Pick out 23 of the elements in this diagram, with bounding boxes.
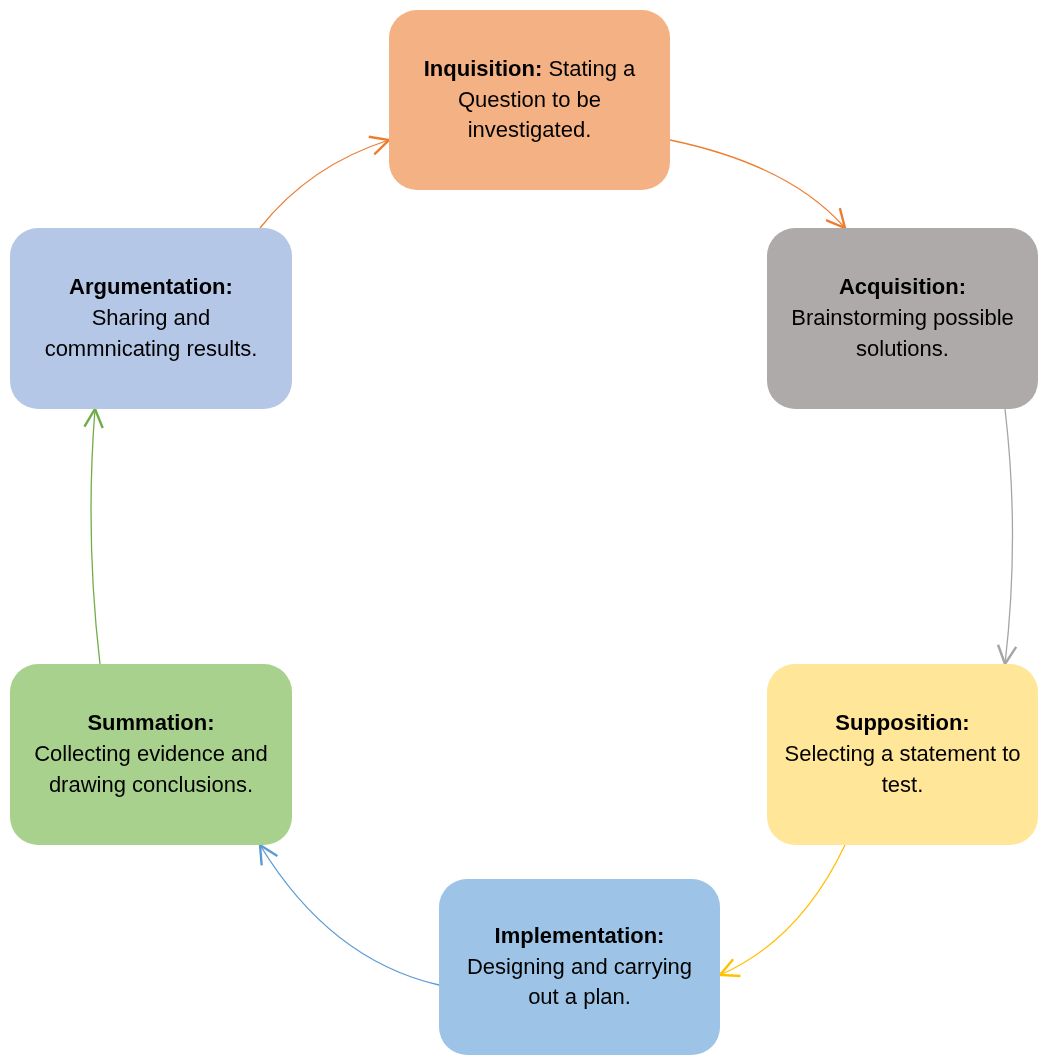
arrow <box>996 408 1018 666</box>
box-text: Selecting a statement to test. <box>783 740 1022 799</box>
box-heading: Implementation: <box>494 921 665 950</box>
process-box <box>439 879 720 1055</box>
box-text: Designing and carrying out a plan. <box>466 952 693 1012</box>
process-box <box>767 228 1038 409</box>
box-text: Collecting evidence and drawing conclusions. <box>33 740 269 799</box>
box-text: Inquisition: Stating a Question to be investigated. <box>422 54 637 145</box>
arrow <box>669 139 847 230</box>
box-text: Sharing and commnicating results. <box>43 304 259 363</box>
box-heading: Argumentation: <box>69 273 233 302</box>
box-heading: Acquisition: <box>838 273 967 302</box>
process-box <box>767 664 1038 845</box>
arrow <box>718 844 846 977</box>
process-box <box>10 228 292 409</box>
process-box <box>10 664 292 845</box>
arrow <box>83 407 105 665</box>
box-heading: Summation: <box>87 709 215 738</box>
arrow <box>259 136 391 229</box>
arrow <box>258 843 440 986</box>
process-box <box>389 10 670 190</box>
box-heading: Supposition: <box>835 709 970 738</box>
box-text: Brainstorming possible solutions. <box>790 304 1015 363</box>
